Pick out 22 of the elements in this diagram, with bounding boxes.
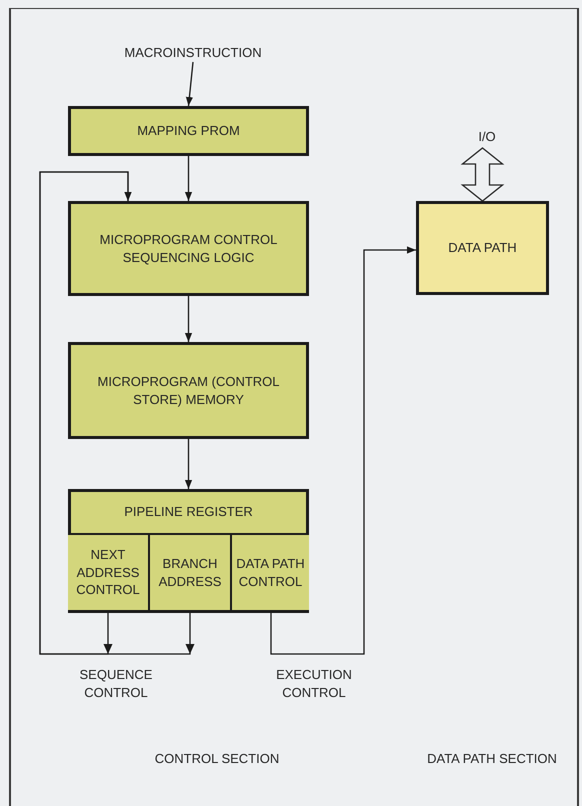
node-label: PIPELINE REGISTER: [123, 503, 254, 521]
section-label: CONTROL SECTION: [154, 750, 280, 768]
signal-label: MACROINSTRUCTION: [113, 44, 273, 62]
process-box: MICROPROGRAM (CONTROL STORE) MEMORY: [68, 342, 309, 439]
bidirectional-bus-arrow: [460, 147, 504, 202]
section-label: EXECUTION CONTROL: [275, 666, 353, 702]
signal-label: I/O: [467, 128, 507, 146]
arrow: [186, 62, 194, 106]
arrow: [184, 156, 192, 201]
register-field: DATA PATH CONTROL: [230, 533, 309, 610]
register-field: NEXT ADDRESS CONTROL: [68, 533, 148, 610]
arrow: [184, 439, 192, 489]
register-box: [68, 489, 309, 613]
section-label: SEQUENCE CONTROL: [78, 666, 154, 702]
register-field: BRANCH ADDRESS: [148, 533, 230, 610]
arrow: [184, 296, 192, 342]
process-box: MAPPING PROM: [68, 106, 309, 156]
arrow: [39, 171, 191, 655]
arrow: [270, 246, 416, 655]
section-label: DATA PATH SECTION: [426, 750, 558, 768]
process-box: MICROPROGRAM CONTROL SEQUENCING LOGIC: [68, 201, 309, 296]
process-box: DATA PATH: [416, 201, 549, 295]
